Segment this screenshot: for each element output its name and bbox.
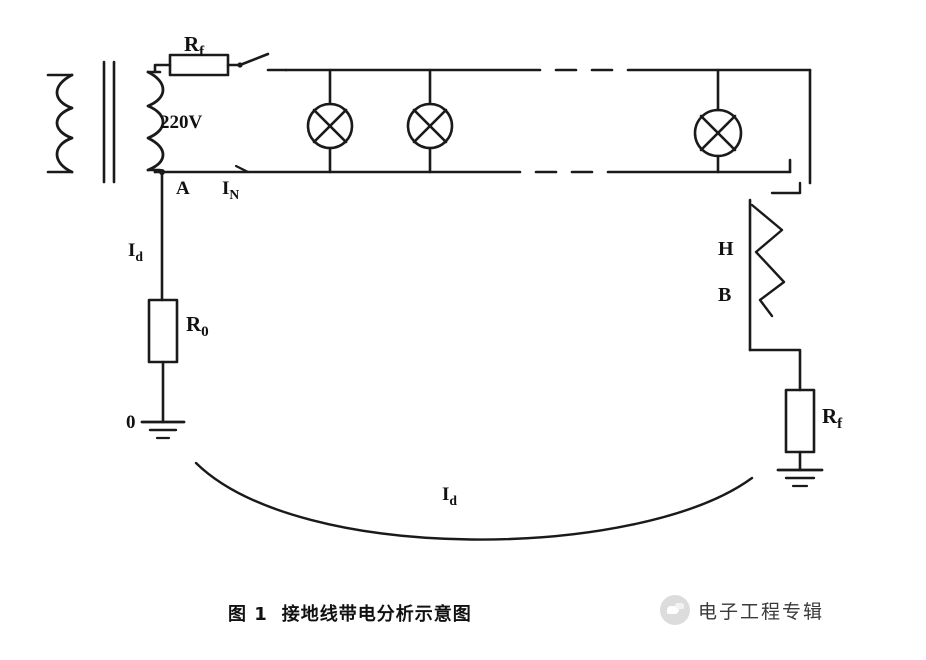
label-current-id-left: Id xyxy=(128,240,144,264)
ground-symbol-right xyxy=(776,468,824,488)
lamp-1 xyxy=(306,68,354,174)
label-voltage: 220V xyxy=(160,112,203,133)
watermark-text: 电子工程专辑 xyxy=(698,600,825,623)
transformer-core xyxy=(102,60,116,184)
arrester-bottom-lead xyxy=(748,348,802,392)
arrester-zigzag xyxy=(748,181,802,352)
figure-caption: 图 1 接地线带电分析示意图 xyxy=(228,600,472,626)
figure-number: 图 1 xyxy=(228,604,268,625)
resistor-r0-box xyxy=(147,298,179,364)
label-current-in: IN xyxy=(222,178,240,202)
switch-blade xyxy=(238,52,270,67)
label-resistor-r0: R0 xyxy=(186,312,209,341)
label-ground-zero: 0 xyxy=(126,412,136,433)
label-resistor-rf-right: Rf xyxy=(822,404,843,433)
lamp-3 xyxy=(693,68,743,174)
label-current-id-bottom: Id xyxy=(442,484,458,508)
label-node-b: B xyxy=(718,284,732,306)
neutral-tick xyxy=(234,164,250,174)
watermark: 电子工程专辑 xyxy=(660,595,824,625)
switch-pivot xyxy=(237,62,243,68)
figure-title: 接地线带电分析示意图 xyxy=(281,604,472,625)
resistor-rf-box xyxy=(784,388,816,454)
lamp-2 xyxy=(406,68,454,174)
wechat-icon xyxy=(660,595,690,625)
secondary-top-lead xyxy=(153,63,172,74)
transformer-primary-coil xyxy=(46,73,74,174)
label-node-h: H xyxy=(718,238,734,260)
ground-symbol-left xyxy=(140,420,186,440)
label-node-a: A xyxy=(176,178,190,199)
earth-current-arc xyxy=(194,461,754,541)
label-fuse: Rf xyxy=(184,32,205,61)
